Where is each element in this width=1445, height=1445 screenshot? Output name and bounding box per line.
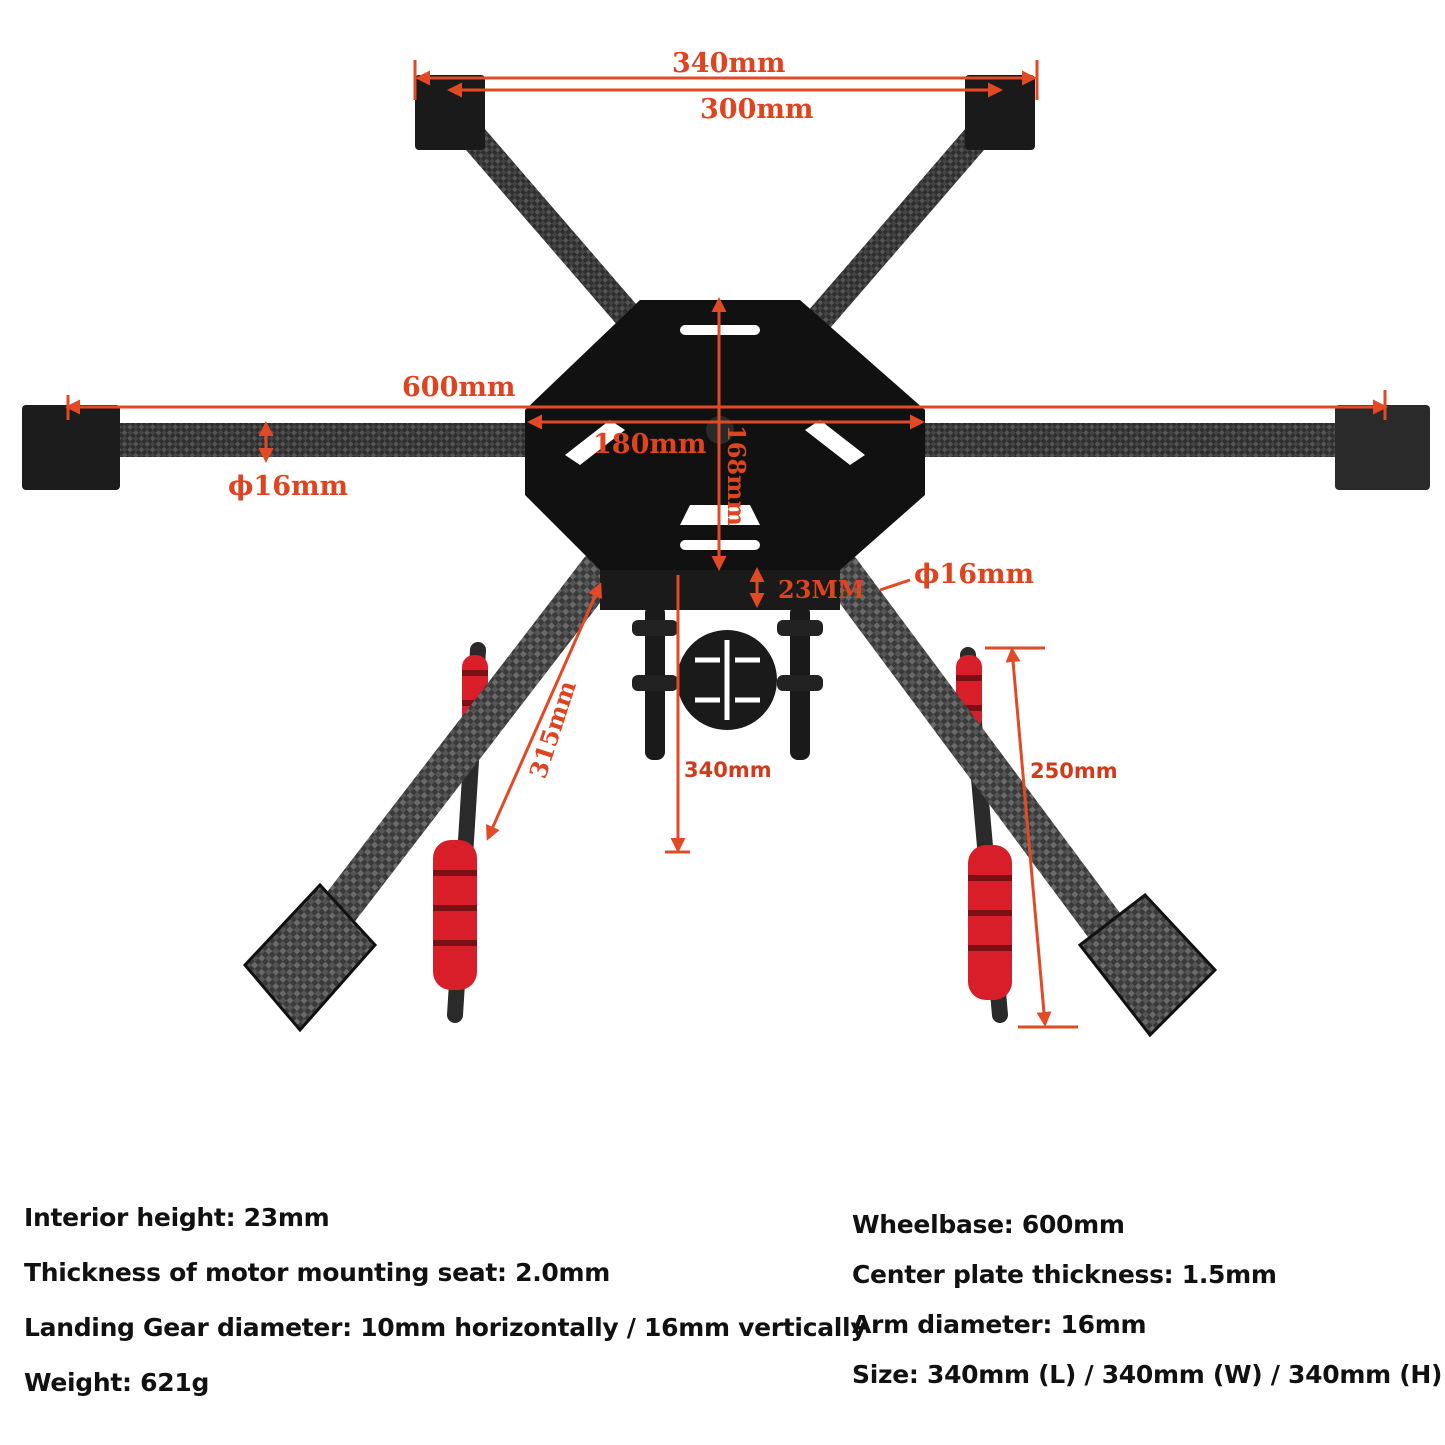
dim-plate-width: 180mm: [593, 429, 707, 460]
spec-arm-diameter: Arm diameter: 16mm: [852, 1310, 1147, 1339]
dim-arm-length: 315mm: [523, 677, 582, 782]
spec-center-plate-thickness: Center plate thickness: 1.5mm: [852, 1260, 1277, 1289]
dim-plate-height: 168mm: [722, 425, 751, 526]
dim-height: 340mm: [684, 758, 772, 782]
hexacopter-frame-diagram: 340mm 300mm 600mm 180mm 168mm ϕ16mm ϕ16m…: [22, 48, 1430, 1038]
dim-arm-diameter-left: ϕ16mm: [228, 471, 348, 502]
spec-landing-gear-diameter: Landing Gear diameter: 10mm horizontally…: [24, 1313, 867, 1342]
battery-mount: [632, 605, 823, 760]
dimension-lines: [65, 60, 1388, 1029]
dim-interior-height: 23MM: [778, 575, 865, 604]
dim-arm-diameter-right: ϕ16mm: [914, 559, 1034, 590]
spec-column-right: Wheelbase: 600mm Center plate thickness:…: [852, 1200, 1442, 1400]
dim-top-outer: 340mm: [672, 48, 786, 79]
spec-motor-seat-thickness: Thickness of motor mounting seat: 2.0mm: [24, 1258, 611, 1287]
dim-landing-gear: 250mm: [1030, 759, 1118, 783]
spec-list: Interior height: 23mm Thickness of motor…: [0, 1190, 1445, 1420]
dim-top-inner: 300mm: [700, 94, 814, 125]
spec-weight: Weight: 621g: [24, 1368, 210, 1397]
dim-wheelbase: 600mm: [402, 372, 516, 403]
spec-interior-height: Interior height: 23mm: [24, 1203, 330, 1232]
spec-wheelbase: Wheelbase: 600mm: [852, 1210, 1125, 1239]
motor-mounts: [22, 75, 1430, 1038]
spec-column-left: Interior height: 23mm Thickness of motor…: [24, 1190, 867, 1410]
spec-size: Size: 340mm (L) / 340mm (W) / 340mm (H): [852, 1360, 1443, 1389]
landing-gear-right: [956, 647, 1012, 1023]
